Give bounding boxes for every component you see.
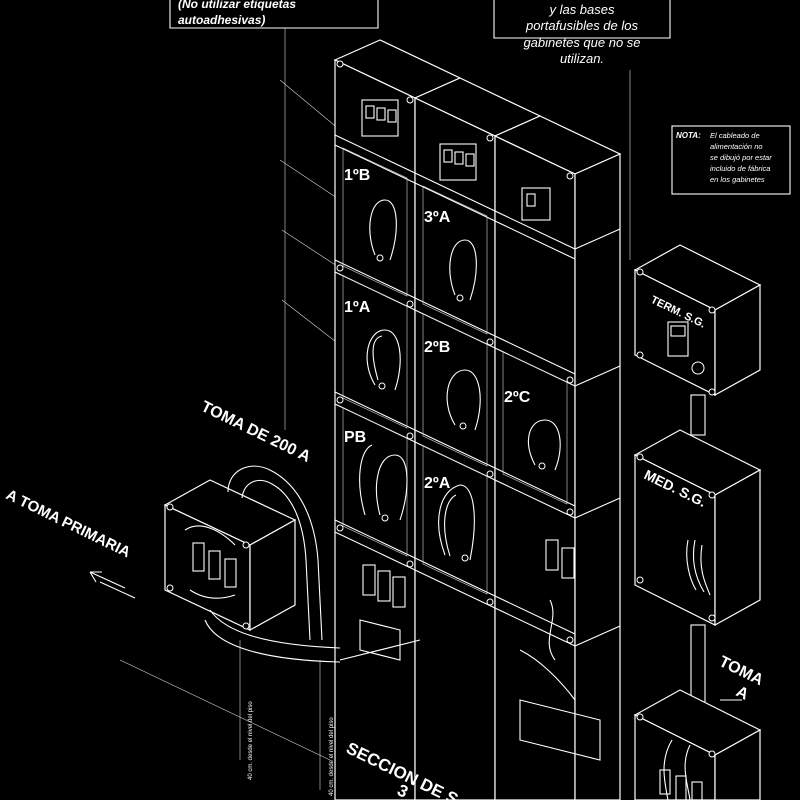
dimension-label-1: 40 cm. desde el nivel del piso [248, 701, 254, 780]
note-labels-line2: autoadhesivas) [178, 13, 265, 27]
nota-label: NOTA: [676, 131, 701, 140]
toma-a-label-2: A [733, 683, 751, 704]
cabinet-label-pb: PB [344, 429, 366, 446]
dimension-lines: 40 cm. desde el nivel del piso 40 cm. de… [119, 640, 335, 796]
nota-line5: en los gabinetes [710, 175, 765, 184]
cabinet-label-2b: 2ºB [424, 339, 450, 356]
cabinet-label-3a: 3ºA [424, 209, 451, 226]
note-fuse-box: y las bases portafusibles de los gabinet… [493, 0, 671, 260]
nota-line3: se dibujó por estar [710, 153, 772, 162]
note-labels-box: (No utilizar etiquetas autoadhesivas) [169, 0, 379, 430]
meter-bank: 1ºB 3ºA 1ºA 2ºB 2ºC PB 2ºA [333, 39, 622, 800]
nota-line2: alimentación no [710, 142, 763, 151]
cabinet-label-1b: 1ºB [344, 167, 370, 184]
cabinet-label-2c: 2ºC [504, 389, 531, 406]
toma-primaria-label: A TOMA PRIMARIA [3, 486, 133, 561]
note-fuse-line1: y las bases [548, 2, 615, 17]
note-fuse-line4: utilizan. [560, 51, 604, 66]
nota-line1: El cableado de [710, 131, 760, 140]
nota-box: NOTA: El cableado de alimentación no se … [671, 125, 791, 195]
med-sg-box: MED. S.G. [633, 429, 762, 706]
note-fuse-line2: portafusibles de los [525, 18, 639, 33]
cabinet-label-2a: 2ºA [424, 475, 451, 492]
toma-200a-label: TOMA DE 200 A [198, 398, 313, 466]
toma-200a-box [89, 465, 341, 663]
note-labels-line1: (No utilizar etiquetas [178, 0, 296, 11]
nota-line4: incluido de fábrica [710, 164, 770, 173]
note-fuse-line3: gabinetes que no se [523, 35, 640, 50]
toma-a-box: TOMA A [633, 653, 766, 800]
dimension-label-2: 40 cm. desde el nivel del piso [329, 717, 335, 796]
cabinet-label-1a: 1ºA [344, 299, 371, 316]
term-sg-box: TERM. S.G. [633, 244, 762, 436]
